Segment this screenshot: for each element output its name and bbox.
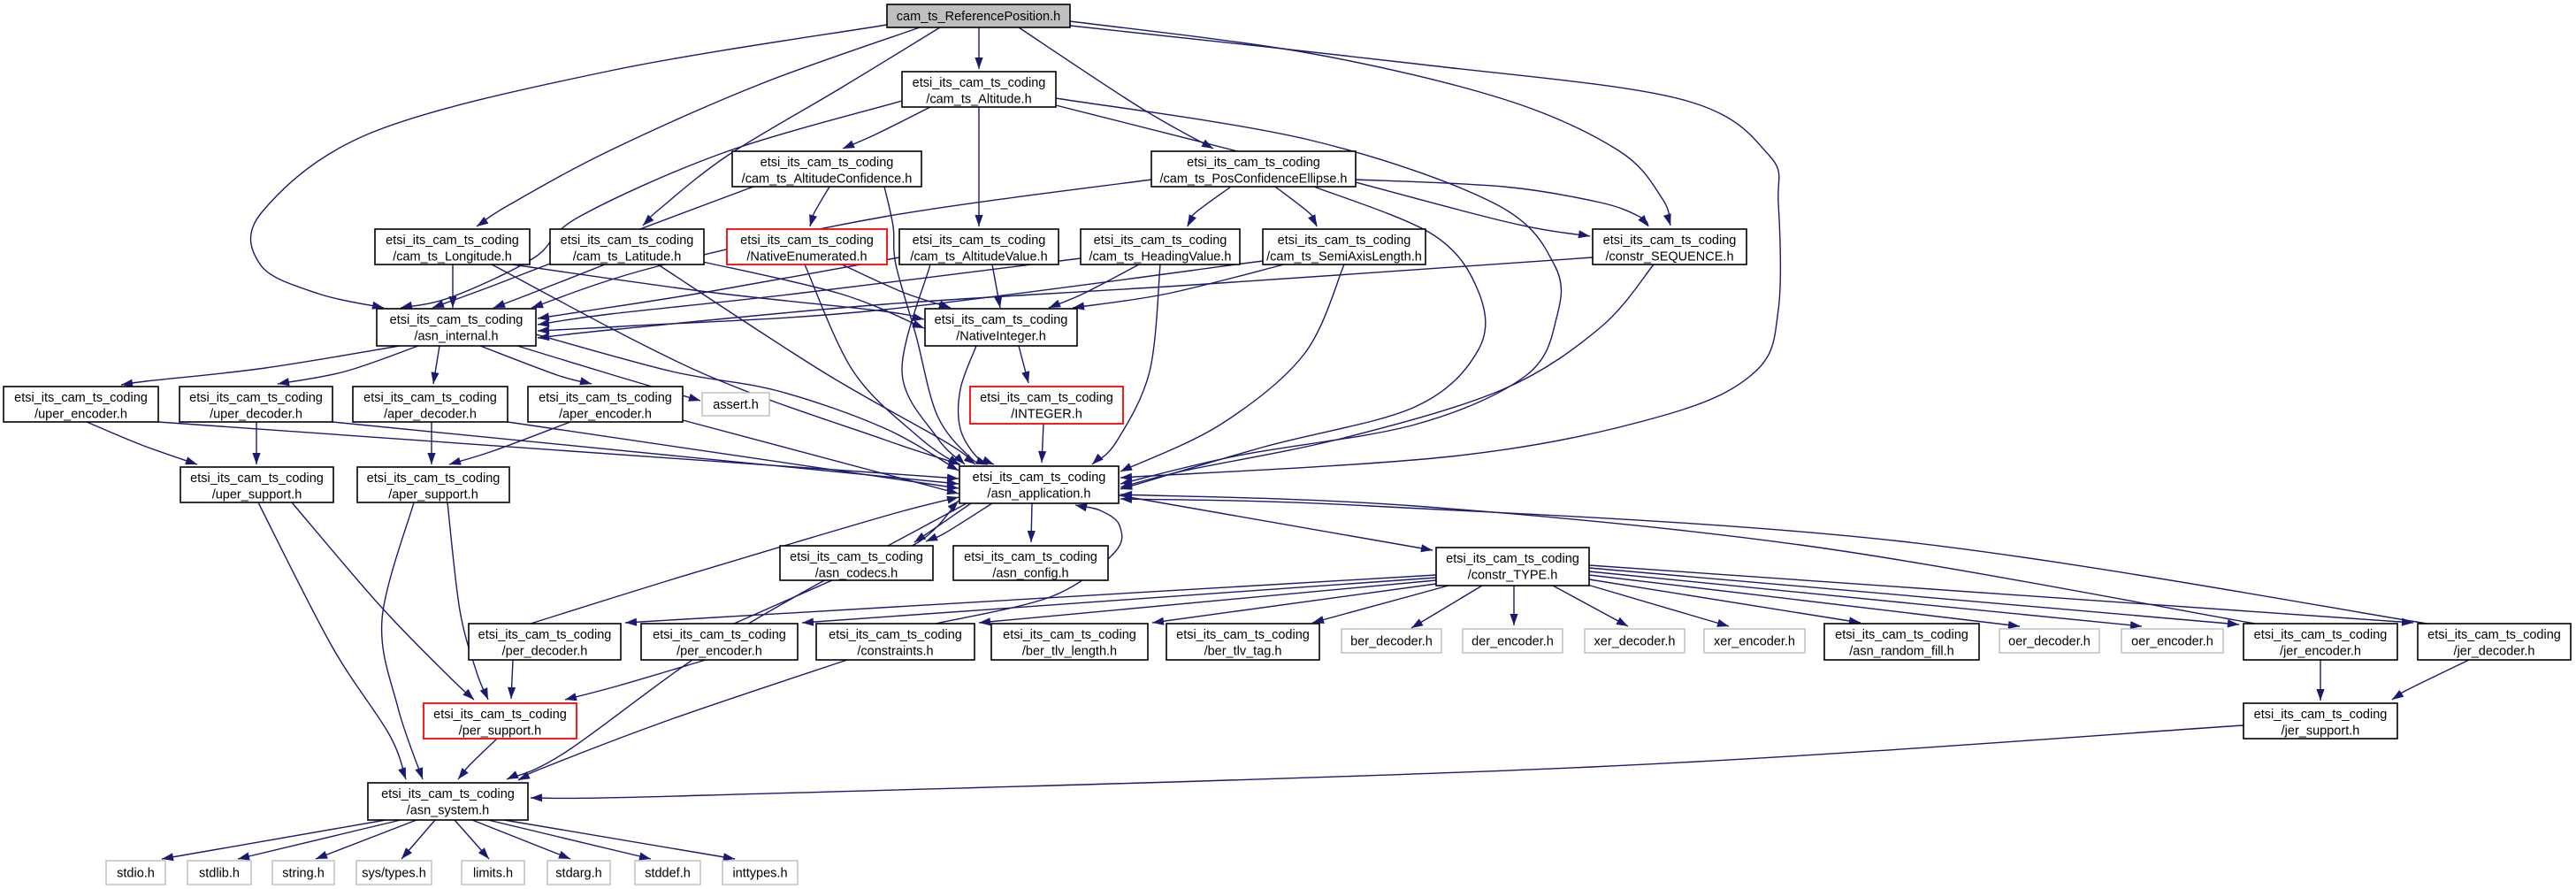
svg-text:/cam_ts_AltitudeConfidence.h: /cam_ts_AltitudeConfidence.h [742,172,913,187]
svg-text:etsi_its_cam_ts_coding: etsi_its_cam_ts_coding [189,391,323,405]
svg-text:etsi_its_cam_ts_coding: etsi_its_cam_ts_coding [1603,234,1737,248]
svg-text:der_encoder.h: der_encoder.h [1471,635,1554,649]
svg-text:/jer_support.h: /jer_support.h [2282,724,2360,739]
svg-text:etsi_its_cam_ts_coding: etsi_its_cam_ts_coding [1176,628,1310,642]
svg-text:/ber_tlv_length.h: /ber_tlv_length.h [1022,645,1117,659]
svg-text:oer_decoder.h: oer_decoder.h [2008,635,2091,649]
svg-text:stddef.h: stddef.h [645,867,691,881]
svg-text:string.h: string.h [282,867,325,881]
svg-text:etsi_its_cam_ts_coding: etsi_its_cam_ts_coding [973,471,1106,485]
svg-text:etsi_its_cam_ts_coding: etsi_its_cam_ts_coding [980,391,1113,405]
svg-text:etsi_its_cam_ts_coding: etsi_its_cam_ts_coding [386,234,519,248]
svg-text:/asn_internal.h: /asn_internal.h [414,330,498,344]
svg-text:etsi_its_cam_ts_coding: etsi_its_cam_ts_coding [367,471,501,486]
svg-text:etsi_its_cam_ts_coding: etsi_its_cam_ts_coding [14,391,148,405]
svg-text:/jer_encoder.h: /jer_encoder.h [2280,645,2361,659]
svg-text:etsi_its_cam_ts_coding: etsi_its_cam_ts_coding [913,76,1046,90]
svg-text:etsi_its_cam_ts_coding: etsi_its_cam_ts_coding [2254,708,2388,722]
svg-text:etsi_its_cam_ts_coding: etsi_its_cam_ts_coding [964,550,1097,564]
svg-text:etsi_its_cam_ts_coding: etsi_its_cam_ts_coding [363,391,497,405]
svg-text:/aper_decoder.h: /aper_decoder.h [384,408,477,422]
svg-text:/cam_ts_PosConfidenceEllipse.h: /cam_ts_PosConfidenceEllipse.h [1160,172,1348,187]
svg-text:/ber_tlv_tag.h: /ber_tlv_tag.h [1204,645,1282,659]
svg-text:/per_support.h: /per_support.h [459,724,542,739]
svg-text:etsi_its_cam_ts_coding: etsi_its_cam_ts_coding [561,234,694,248]
svg-text:stdarg.h: stdarg.h [555,867,601,881]
svg-text:etsi_its_cam_ts_coding: etsi_its_cam_ts_coding [2427,628,2561,642]
svg-text:/cam_ts_Altitude.h: /cam_ts_Altitude.h [926,93,1031,107]
svg-text:/constr_TYPE.h: /constr_TYPE.h [1468,569,1558,583]
svg-text:/cam_ts_Longitude.h: /cam_ts_Longitude.h [393,250,512,264]
svg-text:/per_decoder.h: /per_decoder.h [502,645,588,659]
svg-text:etsi_its_cam_ts_coding: etsi_its_cam_ts_coding [390,313,524,327]
svg-text:/cam_ts_AltitudeValue.h: /cam_ts_AltitudeValue.h [910,250,1047,264]
svg-text:/uper_support.h: /uper_support.h [212,488,302,502]
svg-text:/asn_codecs.h: /asn_codecs.h [815,567,898,581]
svg-text:etsi_its_cam_ts_coding: etsi_its_cam_ts_coding [478,628,612,642]
svg-text:/asn_config.h: /asn_config.h [992,567,1068,581]
svg-text:etsi_its_cam_ts_coding: etsi_its_cam_ts_coding [1003,628,1136,642]
svg-text:/constr_SEQUENCE.h: /constr_SEQUENCE.h [1605,250,1733,264]
svg-text:limits.h: limits.h [473,867,513,881]
svg-text:/uper_decoder.h: /uper_decoder.h [210,408,302,422]
svg-text:etsi_its_cam_ts_coding: etsi_its_cam_ts_coding [1094,234,1227,248]
svg-text:etsi_its_cam_ts_coding: etsi_its_cam_ts_coding [740,234,874,248]
svg-text:etsi_its_cam_ts_coding: etsi_its_cam_ts_coding [433,708,567,722]
svg-text:etsi_its_cam_ts_coding: etsi_its_cam_ts_coding [653,628,786,642]
svg-text:etsi_its_cam_ts_coding: etsi_its_cam_ts_coding [381,787,515,801]
svg-text:/asn_application.h: /asn_application.h [988,487,1091,502]
svg-text:etsi_its_cam_ts_coding: etsi_its_cam_ts_coding [1187,156,1320,170]
svg-text:/aper_encoder.h: /aper_encoder.h [559,408,652,422]
svg-text:/INTEGER.h: /INTEGER.h [1011,408,1082,422]
svg-text:/NativeInteger.h: /NativeInteger.h [956,330,1046,344]
svg-text:assert.h: assert.h [713,398,759,412]
svg-text:etsi_its_cam_ts_coding: etsi_its_cam_ts_coding [790,550,923,564]
svg-text:/cam_ts_HeadingValue.h: /cam_ts_HeadingValue.h [1089,250,1232,264]
svg-text:/NativeEnumerated.h: /NativeEnumerated.h [746,250,867,264]
svg-text:oer_encoder.h: oer_encoder.h [2131,635,2213,649]
svg-text:/uper_encoder.h: /uper_encoder.h [34,408,127,422]
svg-text:inttypes.h: inttypes.h [732,867,787,881]
svg-text:etsi_its_cam_ts_coding: etsi_its_cam_ts_coding [1278,234,1411,248]
svg-text:etsi_its_cam_ts_coding: etsi_its_cam_ts_coding [1446,552,1579,566]
svg-text:etsi_its_cam_ts_coding: etsi_its_cam_ts_coding [761,156,894,170]
svg-text:etsi_its_cam_ts_coding: etsi_its_cam_ts_coding [1835,628,1968,642]
svg-text:sys/types.h: sys/types.h [362,867,426,881]
svg-text:xer_decoder.h: xer_decoder.h [1594,635,1676,649]
svg-text:/aper_support.h: /aper_support.h [388,488,478,502]
svg-text:/per_encoder.h: /per_encoder.h [676,645,762,659]
svg-text:etsi_its_cam_ts_coding: etsi_its_cam_ts_coding [190,471,324,486]
svg-text:cam_ts_ReferencePosition.h: cam_ts_ReferencePosition.h [897,10,1060,24]
svg-text:etsi_its_cam_ts_coding: etsi_its_cam_ts_coding [539,391,672,405]
svg-text:/constraints.h: /constraints.h [857,645,933,659]
svg-text:/cam_ts_Latitude.h: /cam_ts_Latitude.h [573,250,682,264]
svg-text:stdio.h: stdio.h [117,867,155,881]
svg-text:/asn_random_fill.h: /asn_random_fill.h [1849,645,1954,659]
svg-text:/jer_decoder.h: /jer_decoder.h [2454,645,2535,659]
svg-text:stdlib.h: stdlib.h [199,867,240,881]
svg-text:etsi_its_cam_ts_coding: etsi_its_cam_ts_coding [935,313,1068,327]
svg-text:etsi_its_cam_ts_coding: etsi_its_cam_ts_coding [829,628,962,642]
svg-text:etsi_its_cam_ts_coding: etsi_its_cam_ts_coding [2254,628,2388,642]
svg-text:etsi_its_cam_ts_coding: etsi_its_cam_ts_coding [913,234,1046,248]
svg-text:ber_decoder.h: ber_decoder.h [1350,635,1433,649]
svg-text:/asn_system.h: /asn_system.h [407,804,490,818]
svg-text:xer_encoder.h: xer_encoder.h [1714,635,1795,649]
svg-text:/cam_ts_SemiAxisLength.h: /cam_ts_SemiAxisLength.h [1266,250,1422,264]
